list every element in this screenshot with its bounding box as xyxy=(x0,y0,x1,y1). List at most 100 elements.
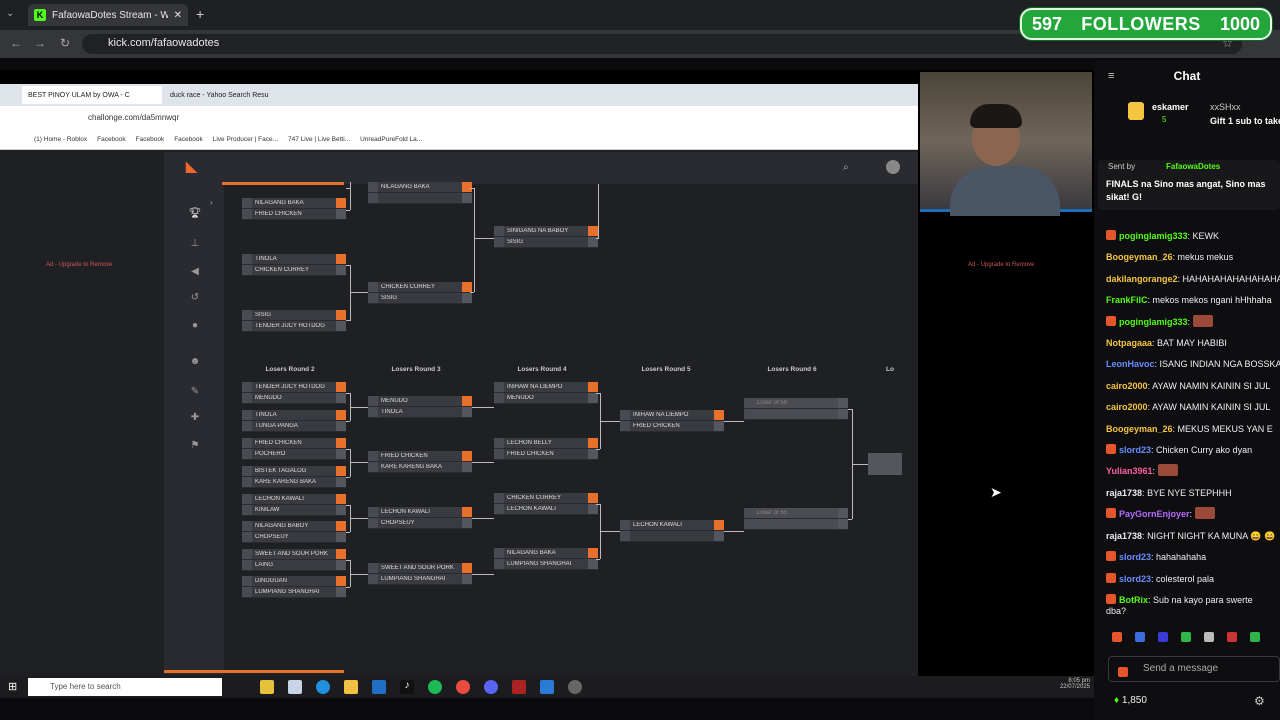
score xyxy=(336,438,346,448)
browser-tab-kick[interactable]: K FafaowaDotes Stream - Watch l ✕ xyxy=(28,4,188,26)
round-header: Lo xyxy=(886,366,894,373)
participant-name: FRIED CHICKEN xyxy=(255,211,302,217)
chat-input[interactable]: Send a message xyxy=(1108,656,1280,682)
chat-colon: : xyxy=(1151,573,1157,584)
chat-settings-gear-icon[interactable]: ⚙ xyxy=(1254,694,1265,708)
score xyxy=(462,507,472,517)
emote-icon[interactable] xyxy=(1204,632,1214,642)
chat-text: HAHAHAHAHAHAHAHA xyxy=(1182,273,1280,284)
match-participant: NILAGANG BAKA xyxy=(242,198,346,209)
bracket-match[interactable]: LECHON KAWALI xyxy=(620,520,724,542)
score xyxy=(588,382,598,392)
chat-username[interactable]: slord23 xyxy=(1119,573,1152,584)
user-badge-icon xyxy=(1106,593,1116,604)
folder-icon xyxy=(344,680,358,694)
seed xyxy=(368,396,378,406)
seed xyxy=(242,310,252,320)
chat-username[interactable]: raja1738 xyxy=(1106,530,1143,541)
seed xyxy=(242,549,252,559)
back-icon[interactable]: ← xyxy=(10,36,22,50)
score xyxy=(336,310,346,320)
seed xyxy=(242,254,252,264)
bracket-match[interactable]: NILAGANG BAKA xyxy=(368,182,472,204)
score xyxy=(462,451,472,461)
kick-logo-icon: K xyxy=(34,9,46,21)
bracket-match[interactable]: Loser of 55 xyxy=(744,508,848,530)
close-tab-icon[interactable]: ✕ xyxy=(173,9,182,21)
chat-username[interactable]: slord23 xyxy=(1119,445,1152,456)
chat-colon: : xyxy=(1187,316,1193,327)
participant-name: Loser of 55 xyxy=(757,510,788,516)
ad-left: Ad - Upgrade to Remove xyxy=(46,262,113,268)
chat-username[interactable]: Notpagaaa xyxy=(1106,338,1153,349)
reload-icon[interactable]: ↻ xyxy=(60,36,71,50)
chat-username[interactable]: slord23 xyxy=(1119,552,1152,563)
forward-icon[interactable]: → xyxy=(34,36,46,50)
bookmark: UnreadPureFold La... xyxy=(360,136,423,143)
url-input[interactable]: kick.com/fafaowadotes xyxy=(82,34,1242,54)
bracket-match[interactable]: Loser of 58 xyxy=(744,398,848,420)
emote-icon[interactable] xyxy=(1227,632,1237,642)
emote-icon[interactable] xyxy=(1158,632,1168,642)
chat-username[interactable]: cairo2000 xyxy=(1106,380,1148,391)
score xyxy=(714,421,724,431)
chat-emote-icon[interactable] xyxy=(1118,663,1131,681)
chat-username[interactable]: LeonHavoc xyxy=(1106,359,1155,370)
chat-username[interactable]: raja1738 xyxy=(1106,487,1143,498)
chat-username[interactable]: cairo2000 xyxy=(1106,402,1148,413)
chat-username[interactable]: poginglamig333 xyxy=(1119,231,1188,241)
chat-username[interactable]: Boogeyman_26 xyxy=(1106,252,1173,263)
match-participant: Loser of 58 xyxy=(744,398,848,409)
match-participant: LECHON KAWALI xyxy=(242,494,346,505)
channel-points[interactable]: ♦ 1,850 xyxy=(1114,695,1147,706)
bookmark-star-icon[interactable]: ☆ xyxy=(1222,36,1233,50)
tab-list-icon[interactable]: ⌄ xyxy=(6,8,15,19)
emote-icon[interactable] xyxy=(1112,632,1122,642)
emote-icon[interactable] xyxy=(1181,632,1191,642)
seed xyxy=(368,282,378,292)
chat-username[interactable]: Yulian3961 xyxy=(1106,466,1153,477)
chat-message: cairo2000: AYAW NAMIN KAININ SI JUL xyxy=(1106,397,1280,418)
gift-sub-button[interactable]: Gift 1 sub to take xyxy=(1210,116,1280,126)
participant-name: LECHON KAWALI xyxy=(255,496,304,502)
emote-icon[interactable] xyxy=(1250,632,1260,642)
chat-username[interactable]: dakilangorange2 xyxy=(1106,273,1178,284)
seed xyxy=(494,559,504,569)
chat-username[interactable]: FrankFilC xyxy=(1106,295,1148,306)
seed xyxy=(242,438,252,448)
chat-username[interactable]: Boogeyman_26 xyxy=(1106,423,1173,434)
collapse-chat-icon[interactable]: ≡ xyxy=(1108,70,1115,82)
chat-username[interactable]: PayGornEnjoyer xyxy=(1119,509,1190,520)
chat-colon: : xyxy=(1148,594,1154,605)
trophy-icon: 🏆︎ xyxy=(188,208,202,219)
bracket-match[interactable]: NILAGANG BAKA FRIED CHICKEN xyxy=(242,198,346,220)
match-participant xyxy=(744,409,848,420)
new-tab-icon[interactable]: + xyxy=(196,6,205,22)
chat-username[interactable]: poginglamig333 xyxy=(1119,316,1188,327)
chat-username[interactable]: BotRix xyxy=(1119,594,1148,605)
seed xyxy=(620,531,630,541)
chrome-icon xyxy=(456,680,470,694)
emote-icon[interactable] xyxy=(1135,632,1145,642)
